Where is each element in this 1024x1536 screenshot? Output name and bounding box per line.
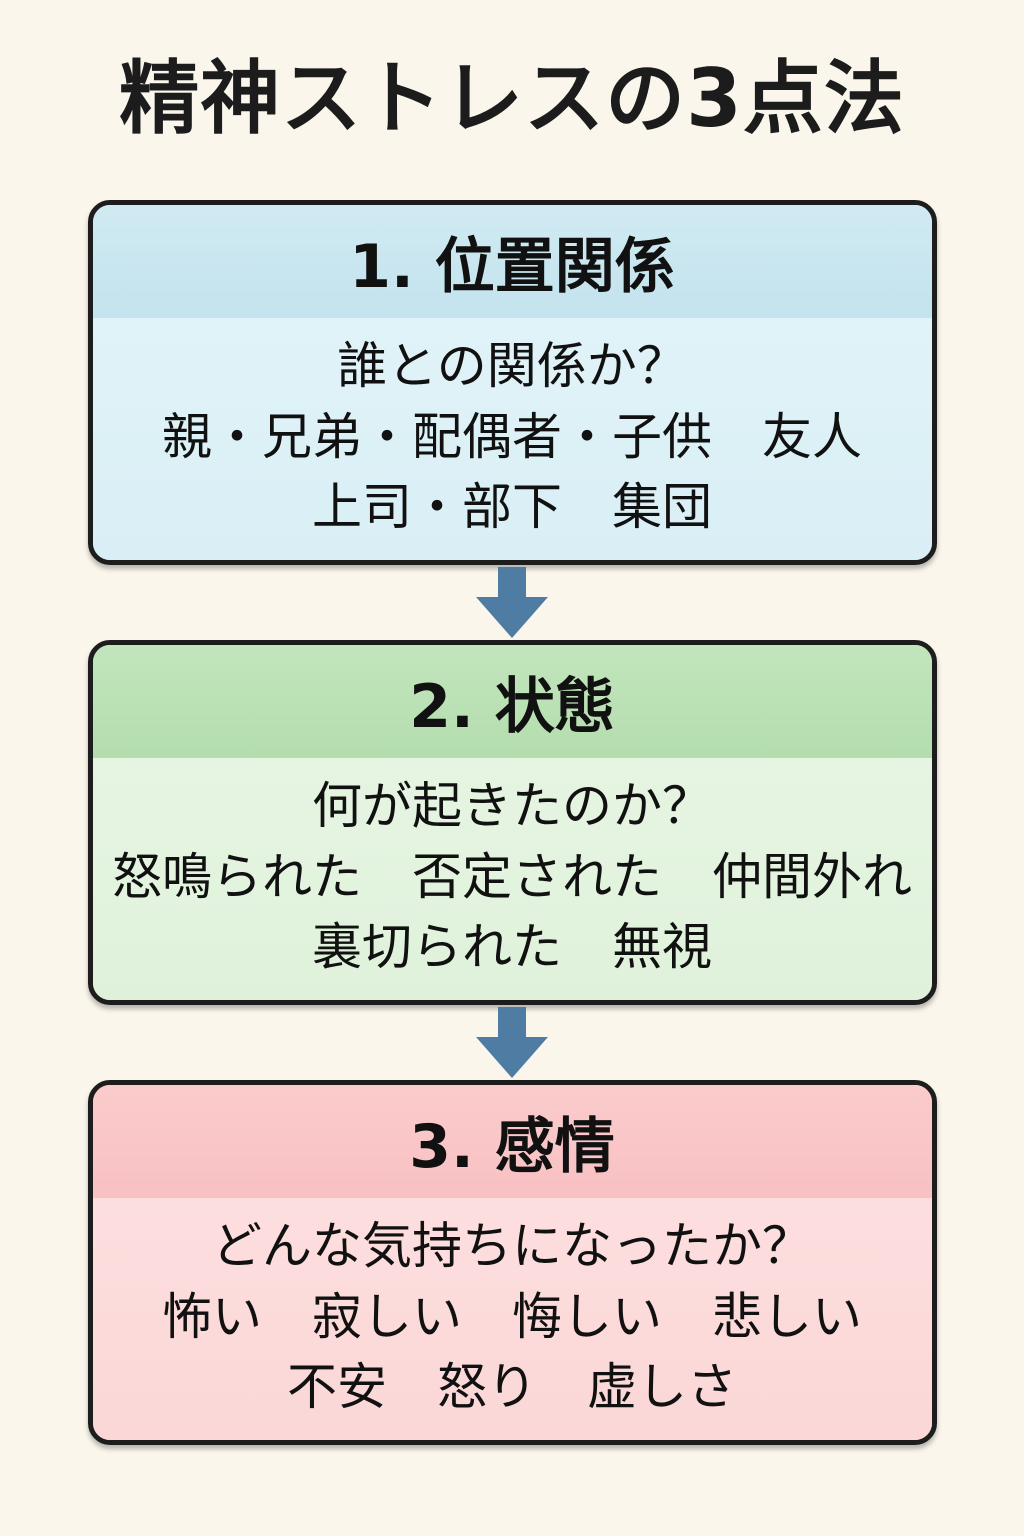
step-2-header: 2. 状態 <box>92 645 932 758</box>
step-1-header: 1. 位置関係 <box>92 205 932 318</box>
down-arrow-icon <box>476 1006 548 1078</box>
step-2-body: 何が起きたのか？ 怒鳴られた 否定された 仲間外れ 裏切られた 無視 <box>92 758 932 1000</box>
step-3-heading: 3. 感情 <box>409 1112 615 1182</box>
page-title: 精神ストレスの3点法 <box>119 52 905 145</box>
step-box-emotion: 3. 感情 どんな気持ちになったか？ 怖い 寂しい 悔しい 悲しい 不安 怒り … <box>87 1080 937 1445</box>
step-1-heading: 1. 位置関係 <box>349 232 675 302</box>
step-box-position: 1. 位置関係 誰との関係か？ 親・兄弟・配偶者・子供 友人 上司・部下 集団 <box>87 200 937 565</box>
step-2-heading: 2. 状態 <box>409 672 615 742</box>
step-2-examples-line-1: 怒鳴られた 否定された 仲間外れ <box>112 847 912 906</box>
step-3-header: 3. 感情 <box>92 1085 932 1198</box>
step-2-question: 何が起きたのか？ <box>312 777 712 836</box>
step-3-question: どんな気持ちになったか？ <box>212 1217 812 1276</box>
arrow-1-container <box>0 565 1024 640</box>
arrow-2-container <box>0 1005 1024 1080</box>
stress-method-infographic: 精神ストレスの3点法 1. 位置関係 誰との関係か？ 親・兄弟・配偶者・子供 友… <box>0 42 1024 1445</box>
step-3-body: どんな気持ちになったか？ 怖い 寂しい 悔しい 悲しい 不安 怒り 虚しさ <box>92 1198 932 1440</box>
step-2-examples-line-2: 裏切られた 無視 <box>312 917 712 976</box>
down-arrow-icon <box>476 566 548 638</box>
step-1-examples-line-1: 親・兄弟・配偶者・子供 友人 <box>162 407 862 466</box>
step-1-question: 誰との関係か？ <box>337 337 687 396</box>
step-1-body: 誰との関係か？ 親・兄弟・配偶者・子供 友人 上司・部下 集団 <box>92 318 932 560</box>
step-1-examples-line-2: 上司・部下 集団 <box>312 477 712 536</box>
step-3-examples-line-1: 怖い 寂しい 悔しい 悲しい <box>162 1287 862 1346</box>
step-box-state: 2. 状態 何が起きたのか？ 怒鳴られた 否定された 仲間外れ 裏切られた 無視 <box>87 640 937 1005</box>
step-3-examples-line-2: 不安 怒り 虚しさ <box>287 1357 737 1416</box>
